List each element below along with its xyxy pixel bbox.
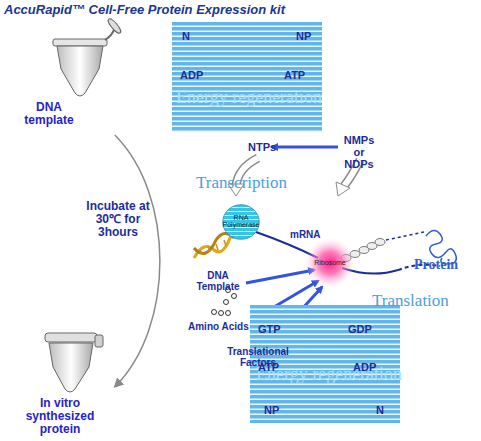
dashed-chain: [386, 232, 424, 240]
node-text: In vitro synthesized protein: [20, 397, 100, 437]
energy-band: Energy regeneration N NP ADP ATP: [172, 22, 322, 132]
node-text: RNA Polymerase: [222, 214, 260, 228]
node-text: NP: [264, 404, 279, 416]
dna-helix: [194, 233, 234, 253]
input-arrow: [246, 270, 314, 283]
diagram-label: DNA Template: [192, 270, 244, 292]
diagram-label: Protein: [414, 257, 458, 272]
amino-dot: [212, 310, 217, 315]
node-text: ADP: [180, 69, 203, 81]
node-text: NP: [296, 30, 311, 42]
diagram-label: NTPs: [248, 141, 276, 153]
amino-dot: [232, 294, 237, 299]
node-text: DNA template: [15, 101, 83, 127]
edge-label: Incubate at 30℃ for 3hours: [84, 200, 152, 240]
amino-dot: [219, 311, 224, 316]
node-text: ADP: [353, 361, 376, 373]
cycle-arrow-head: [336, 182, 350, 196]
diagram-label: Transcription: [196, 174, 287, 193]
process-arc: [115, 135, 160, 387]
diagram-label: Amino Acids: [188, 321, 249, 332]
diagram-label: Translational Factors: [222, 346, 294, 368]
amino-bead: [375, 239, 385, 246]
node-text: GTP: [258, 323, 281, 335]
tube-node: In vitro synthesized protein: [15, 325, 115, 437]
diagram-label: Translation: [372, 292, 449, 311]
dna-rungs: [200, 240, 226, 254]
amino-dot: [224, 300, 229, 305]
node-text: Energy regeneration: [176, 88, 322, 108]
amino-dot: [226, 311, 231, 316]
diagram-label: mRNA: [290, 229, 321, 240]
node-text: N: [376, 404, 384, 416]
polymerase-circle: RNA Polymerase: [222, 204, 260, 240]
page-title: AccuRapid™ Cell-Free Protein Expression …: [4, 3, 285, 17]
ribosome-blob: Ribosome: [305, 238, 355, 288]
node-text: Ribosome: [305, 259, 355, 266]
ntp-arrow: [272, 146, 338, 149]
diagram-label: NMPs or NDPs: [341, 134, 377, 170]
node-text: GDP: [348, 323, 372, 335]
tube-node: DNA template: [15, 25, 120, 135]
node-text: N: [182, 30, 190, 42]
node-text: ATP: [284, 69, 305, 81]
